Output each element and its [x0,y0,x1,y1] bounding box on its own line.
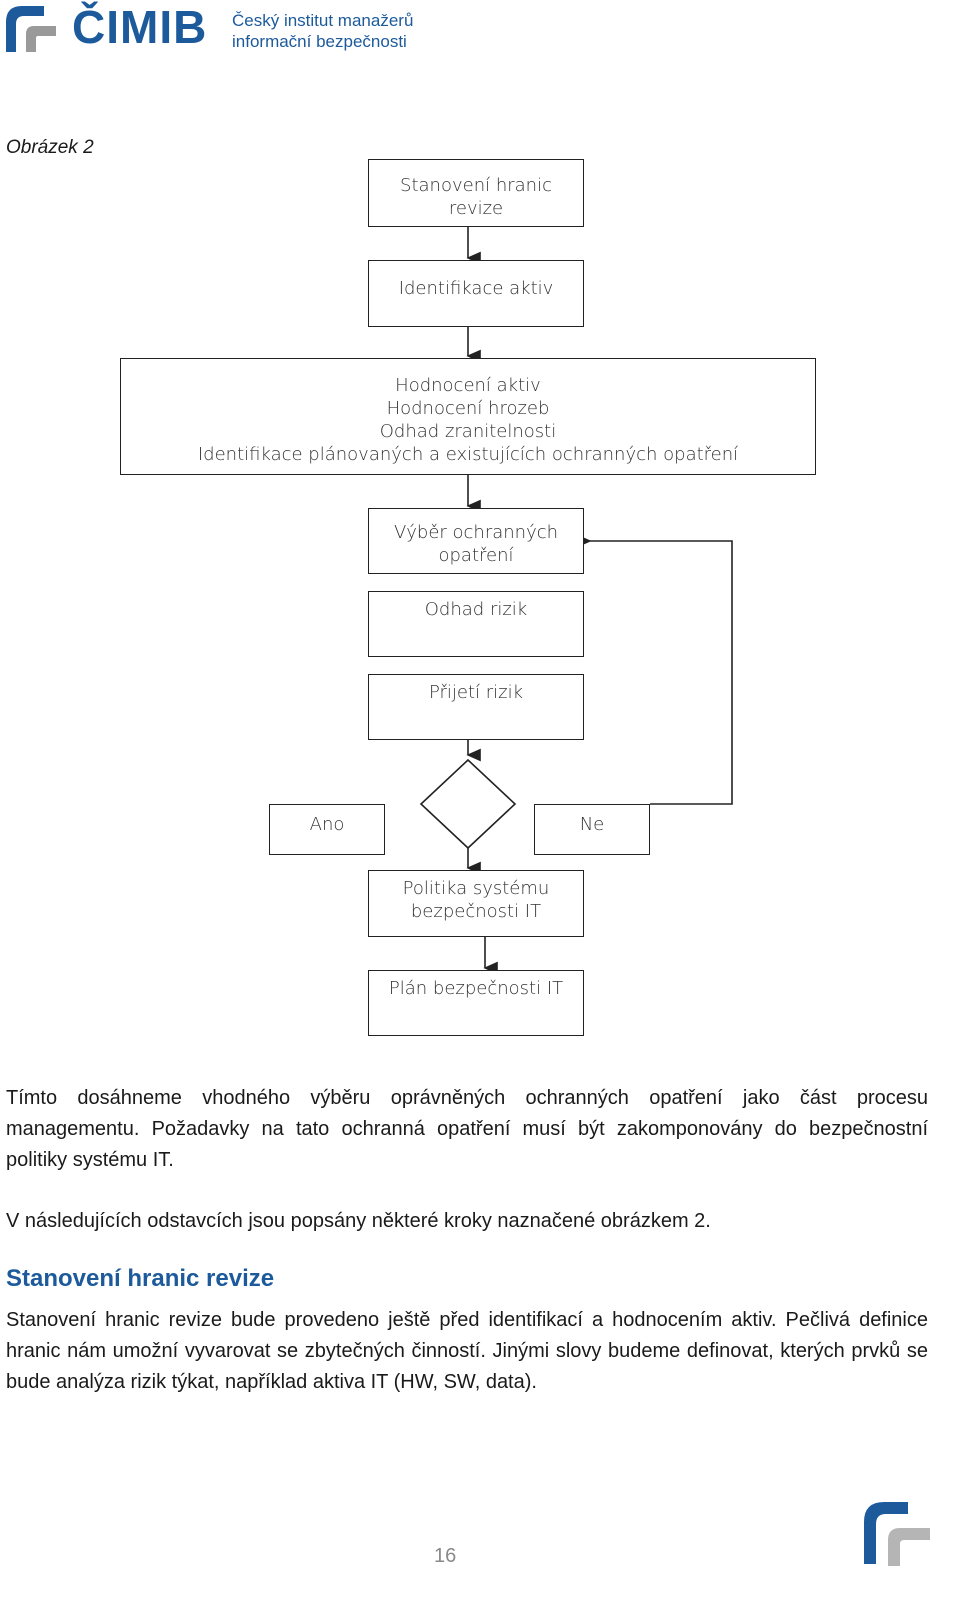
logo-subtitle: Český institut manažerů informační bezpe… [232,10,413,52]
box-text: Stanovení hranic [400,175,552,196]
logo-wordmark: ČIMIB [72,1,208,53]
box-text: Přijetí rizik [428,682,524,703]
box-text: Odhad zranitelnosti [379,421,557,442]
cimib-logo-icon [6,6,56,52]
flowchart-connectors [419,227,733,975]
box-text: revize [448,198,504,219]
box-text: Výběr ochranných [393,522,559,543]
box-vyber-opatreni: Výběr ochranných opatření [368,508,584,574]
box-text: Identifikace plánovaných a existujících … [197,444,739,465]
box-plan: Plán bezpečnosti IT [368,970,584,1036]
paragraph-boundaries: Stanovení hranic revize bude provedeno j… [6,1309,928,1393]
logo-subtitle-line1: Český institut manažerů [232,11,414,30]
box-text: Hodnocení hrozeb [386,398,550,419]
box-hodnoceni: Hodnocení aktiv Hodnocení hrozeb Odhad z… [120,358,816,475]
box-text: Plán bezpečnosti IT [388,978,564,999]
box-text: opatření [438,545,514,566]
box-identifikace-aktiv: Identifikace aktiv [368,260,584,327]
figure-caption: Obrázek 2 [6,137,94,158]
box-text: bezpečnosti IT [410,901,542,922]
box-text: Ano [309,814,345,835]
box-stanoveni-hranic: Stanovení hranic revize [368,159,584,227]
paragraph-intro: Tímto dosáhneme vhodného výběru oprávněn… [6,1087,928,1171]
box-text: Ne [579,814,605,835]
box-ne: Ne [534,804,650,855]
decision-diamond [419,758,517,850]
cimib-logo: ČIMIB Český institut manažerů informační… [4,1,464,56]
page-number: 16 [434,1545,457,1567]
box-text: Identifikace aktiv [398,278,554,299]
box-prijeti-rizik: Přijetí rizik [368,674,584,740]
logo-subtitle-line2: informační bezpečnosti [232,32,407,51]
box-text: Hodnocení aktiv [395,375,541,396]
box-text: Odhad rizik [424,599,528,620]
flowchart: Stanovení hranic revize Identifikace akt… [0,150,960,1050]
box-ano: Ano [269,804,385,855]
paragraph-steps: V následujících odstavcích jsou popsány … [6,1210,711,1232]
section-heading: Stanovení hranic revize [6,1265,275,1292]
box-odhad-rizik: Odhad rizik [368,591,584,657]
cimib-corner-icon [864,1502,930,1566]
box-text: Politika systému [402,878,550,899]
box-politika: Politika systému bezpečnosti IT [368,870,584,937]
arrow-no-loop [577,534,733,805]
